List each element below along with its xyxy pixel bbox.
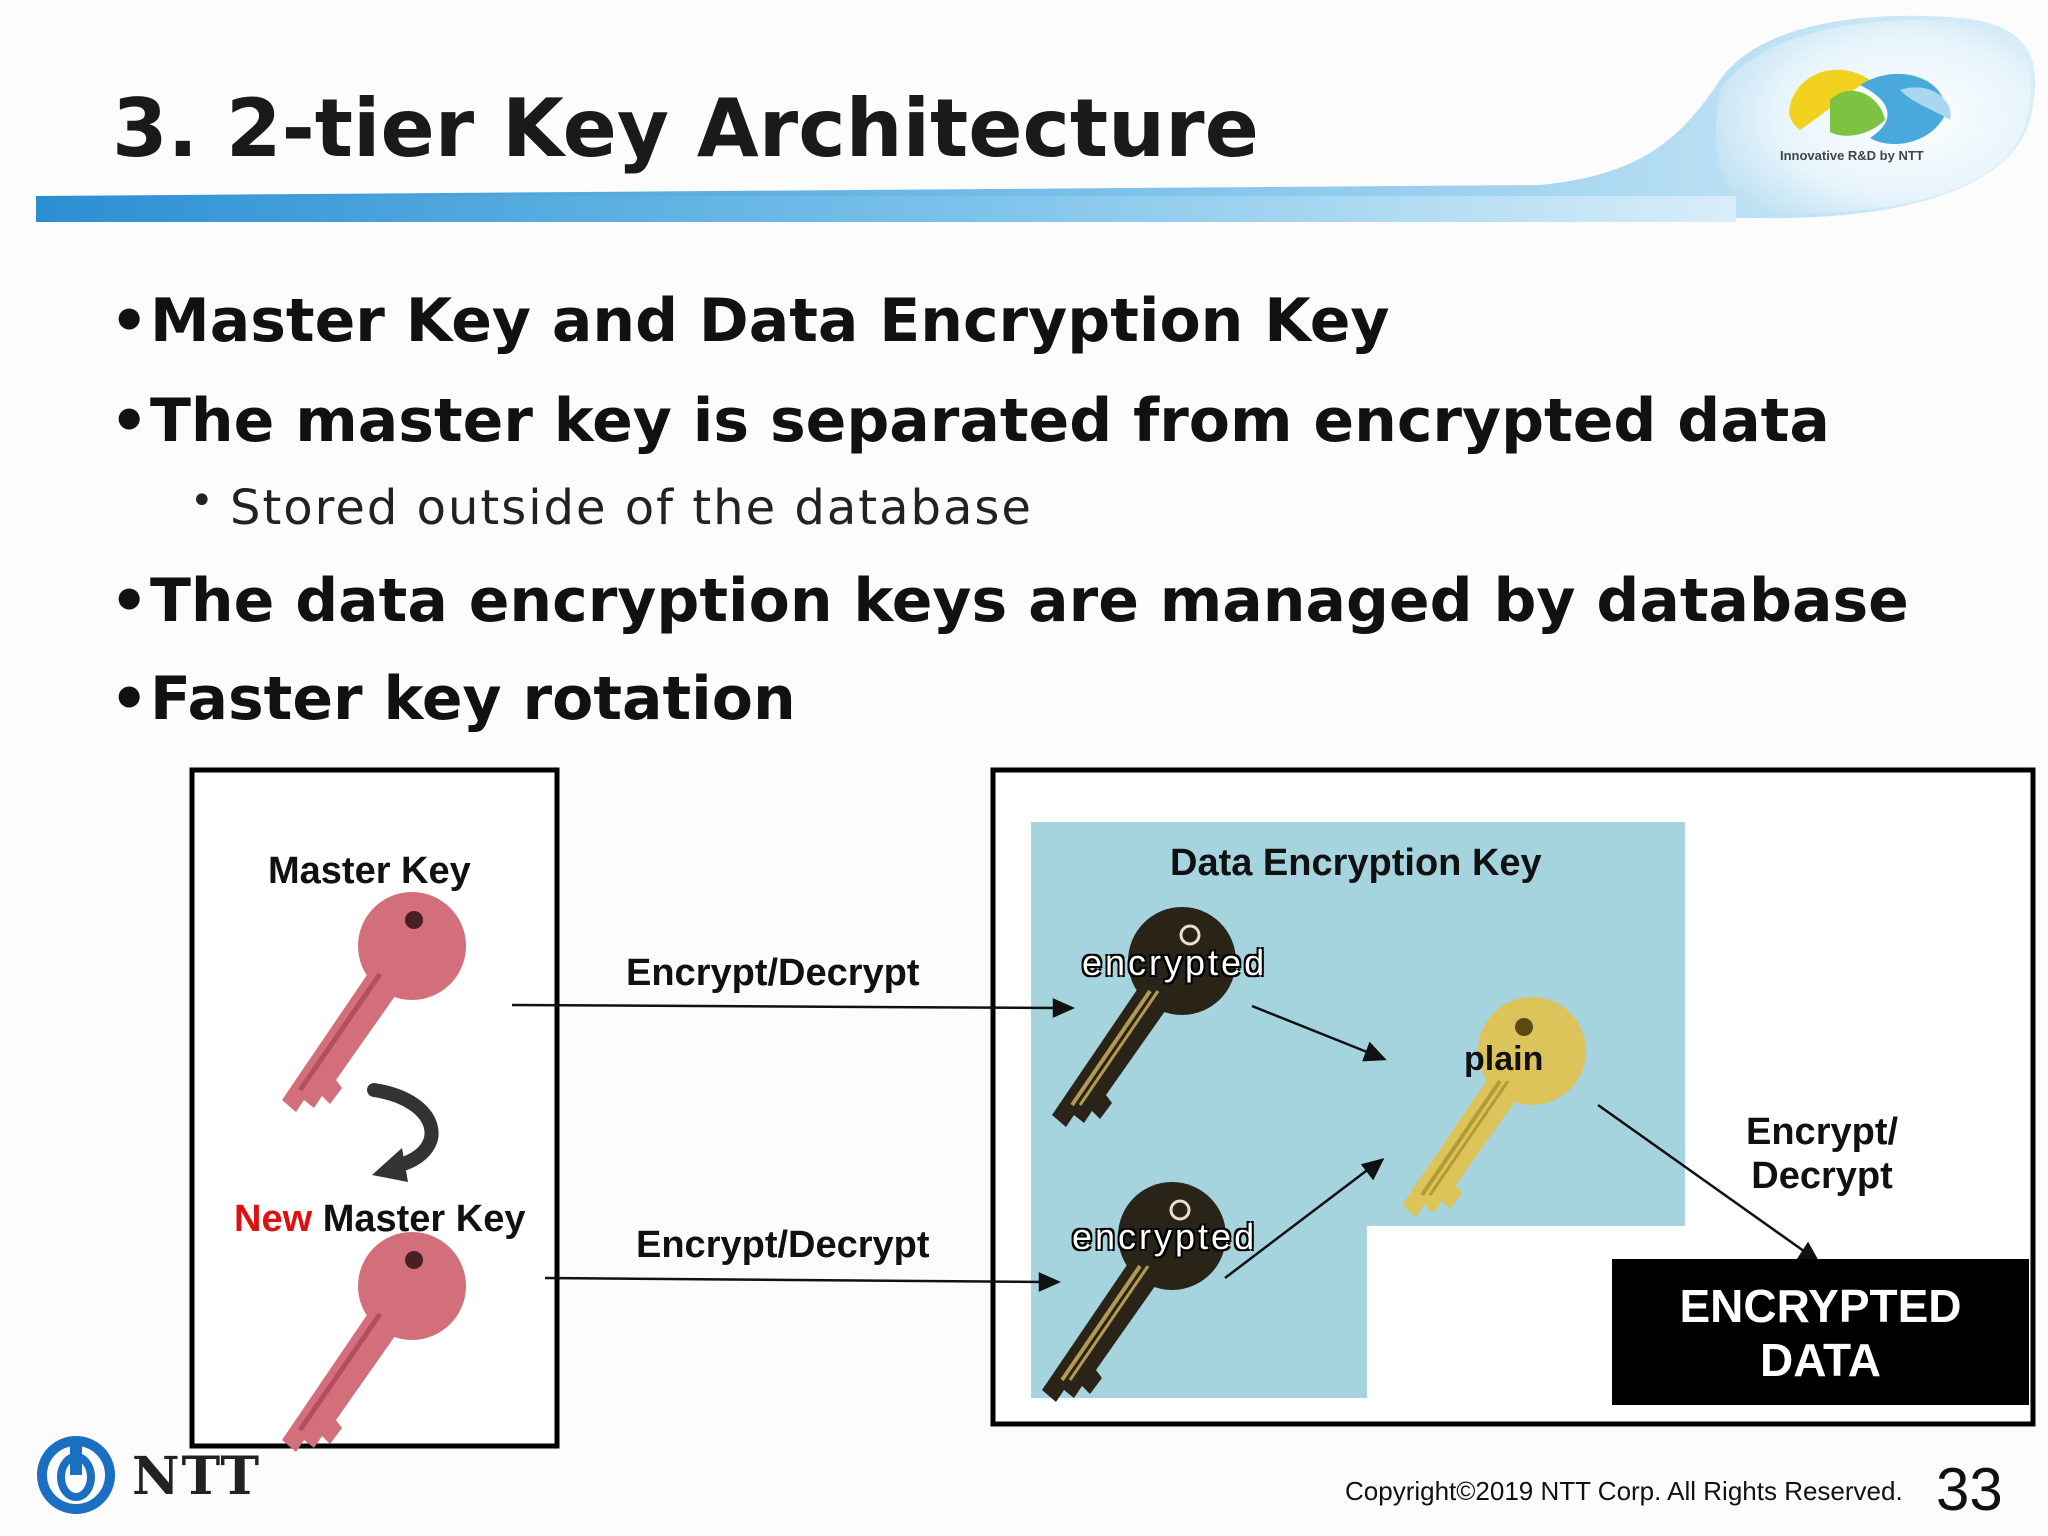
master-key-label: Master Key (268, 850, 471, 892)
dek-title: Data Encryption Key (1170, 842, 1542, 884)
bullet-dot: • (110, 664, 149, 734)
bullet-text: The master key is separated from encrypt… (150, 386, 1830, 456)
ntt-logo-icon (37, 1436, 115, 1514)
bullet-dot: • (110, 386, 149, 456)
encrypted-key-icon-bottom (1042, 1182, 1226, 1402)
encrypt-decrypt-label-bottom: Encrypt/Decrypt (636, 1224, 930, 1266)
encrypted-tag-bottom: encrypted (1072, 1216, 1258, 1257)
encrypted-data-box: ENCRYPTED DATA (1612, 1259, 2029, 1405)
encrypted-data-line2: DATA (1760, 1334, 1881, 1386)
encrypted-key-icon-top (1052, 907, 1236, 1127)
rotate-arrow-icon (367, 1083, 439, 1182)
diagram-arrows (511, 998, 1821, 1292)
plain-key-icon (1402, 997, 1586, 1217)
slide-title: 3. 2-tier Key Architecture (112, 82, 1259, 175)
master-key-icon (282, 892, 466, 1112)
plain-tag: plain (1464, 1040, 1544, 1078)
new-word: New (234, 1198, 313, 1240)
bullet-4: • Faster key rotation (110, 664, 796, 734)
encrypted-tag-top: encrypted (1082, 942, 1268, 983)
bullet-dot: • (110, 286, 149, 356)
bullet-dot: • (110, 566, 149, 636)
bullet-2: • The master key is separated from encry… (110, 386, 1830, 456)
encrypt-decrypt-label-right: Encrypt/ Decrypt (1746, 1110, 1898, 1198)
bullet-1: • Master Key and Data Encryption Key (110, 286, 1390, 356)
new-master-key-label: New Master Key (234, 1198, 525, 1241)
copyright: Copyright©2019 NTT Corp. All Rights Rese… (1345, 1476, 1903, 1506)
sub-bullet-dot: • (190, 478, 216, 524)
encrypted-data-line1: ENCRYPTED (1679, 1280, 1962, 1332)
logo-tagline: Innovative R&D by NTT (1780, 148, 1924, 163)
encrypt-right-line2: Decrypt (1751, 1155, 1893, 1197)
bullet-3: • The data encryption keys are managed b… (110, 566, 1909, 636)
bullet-text: The data encryption keys are managed by … (150, 566, 1909, 636)
bullet-text: Master Key and Data Encryption Key (150, 286, 1390, 356)
bullet-text: Faster key rotation (150, 664, 796, 734)
encrypt-right-line1: Encrypt/ (1746, 1111, 1899, 1153)
company-name: NTT (132, 1446, 262, 1507)
sub-bullet-text: Stored outside of the database (230, 480, 1033, 536)
sub-bullet: • Stored outside of the database (190, 478, 1033, 536)
new-master-key-icon (282, 1232, 466, 1452)
innovative-logo-icon (1789, 69, 1951, 145)
encrypt-decrypt-label-top: Encrypt/Decrypt (626, 952, 920, 994)
new-master-key-rest: Master Key (312, 1198, 526, 1240)
page-number: 33 (1936, 1456, 2003, 1523)
